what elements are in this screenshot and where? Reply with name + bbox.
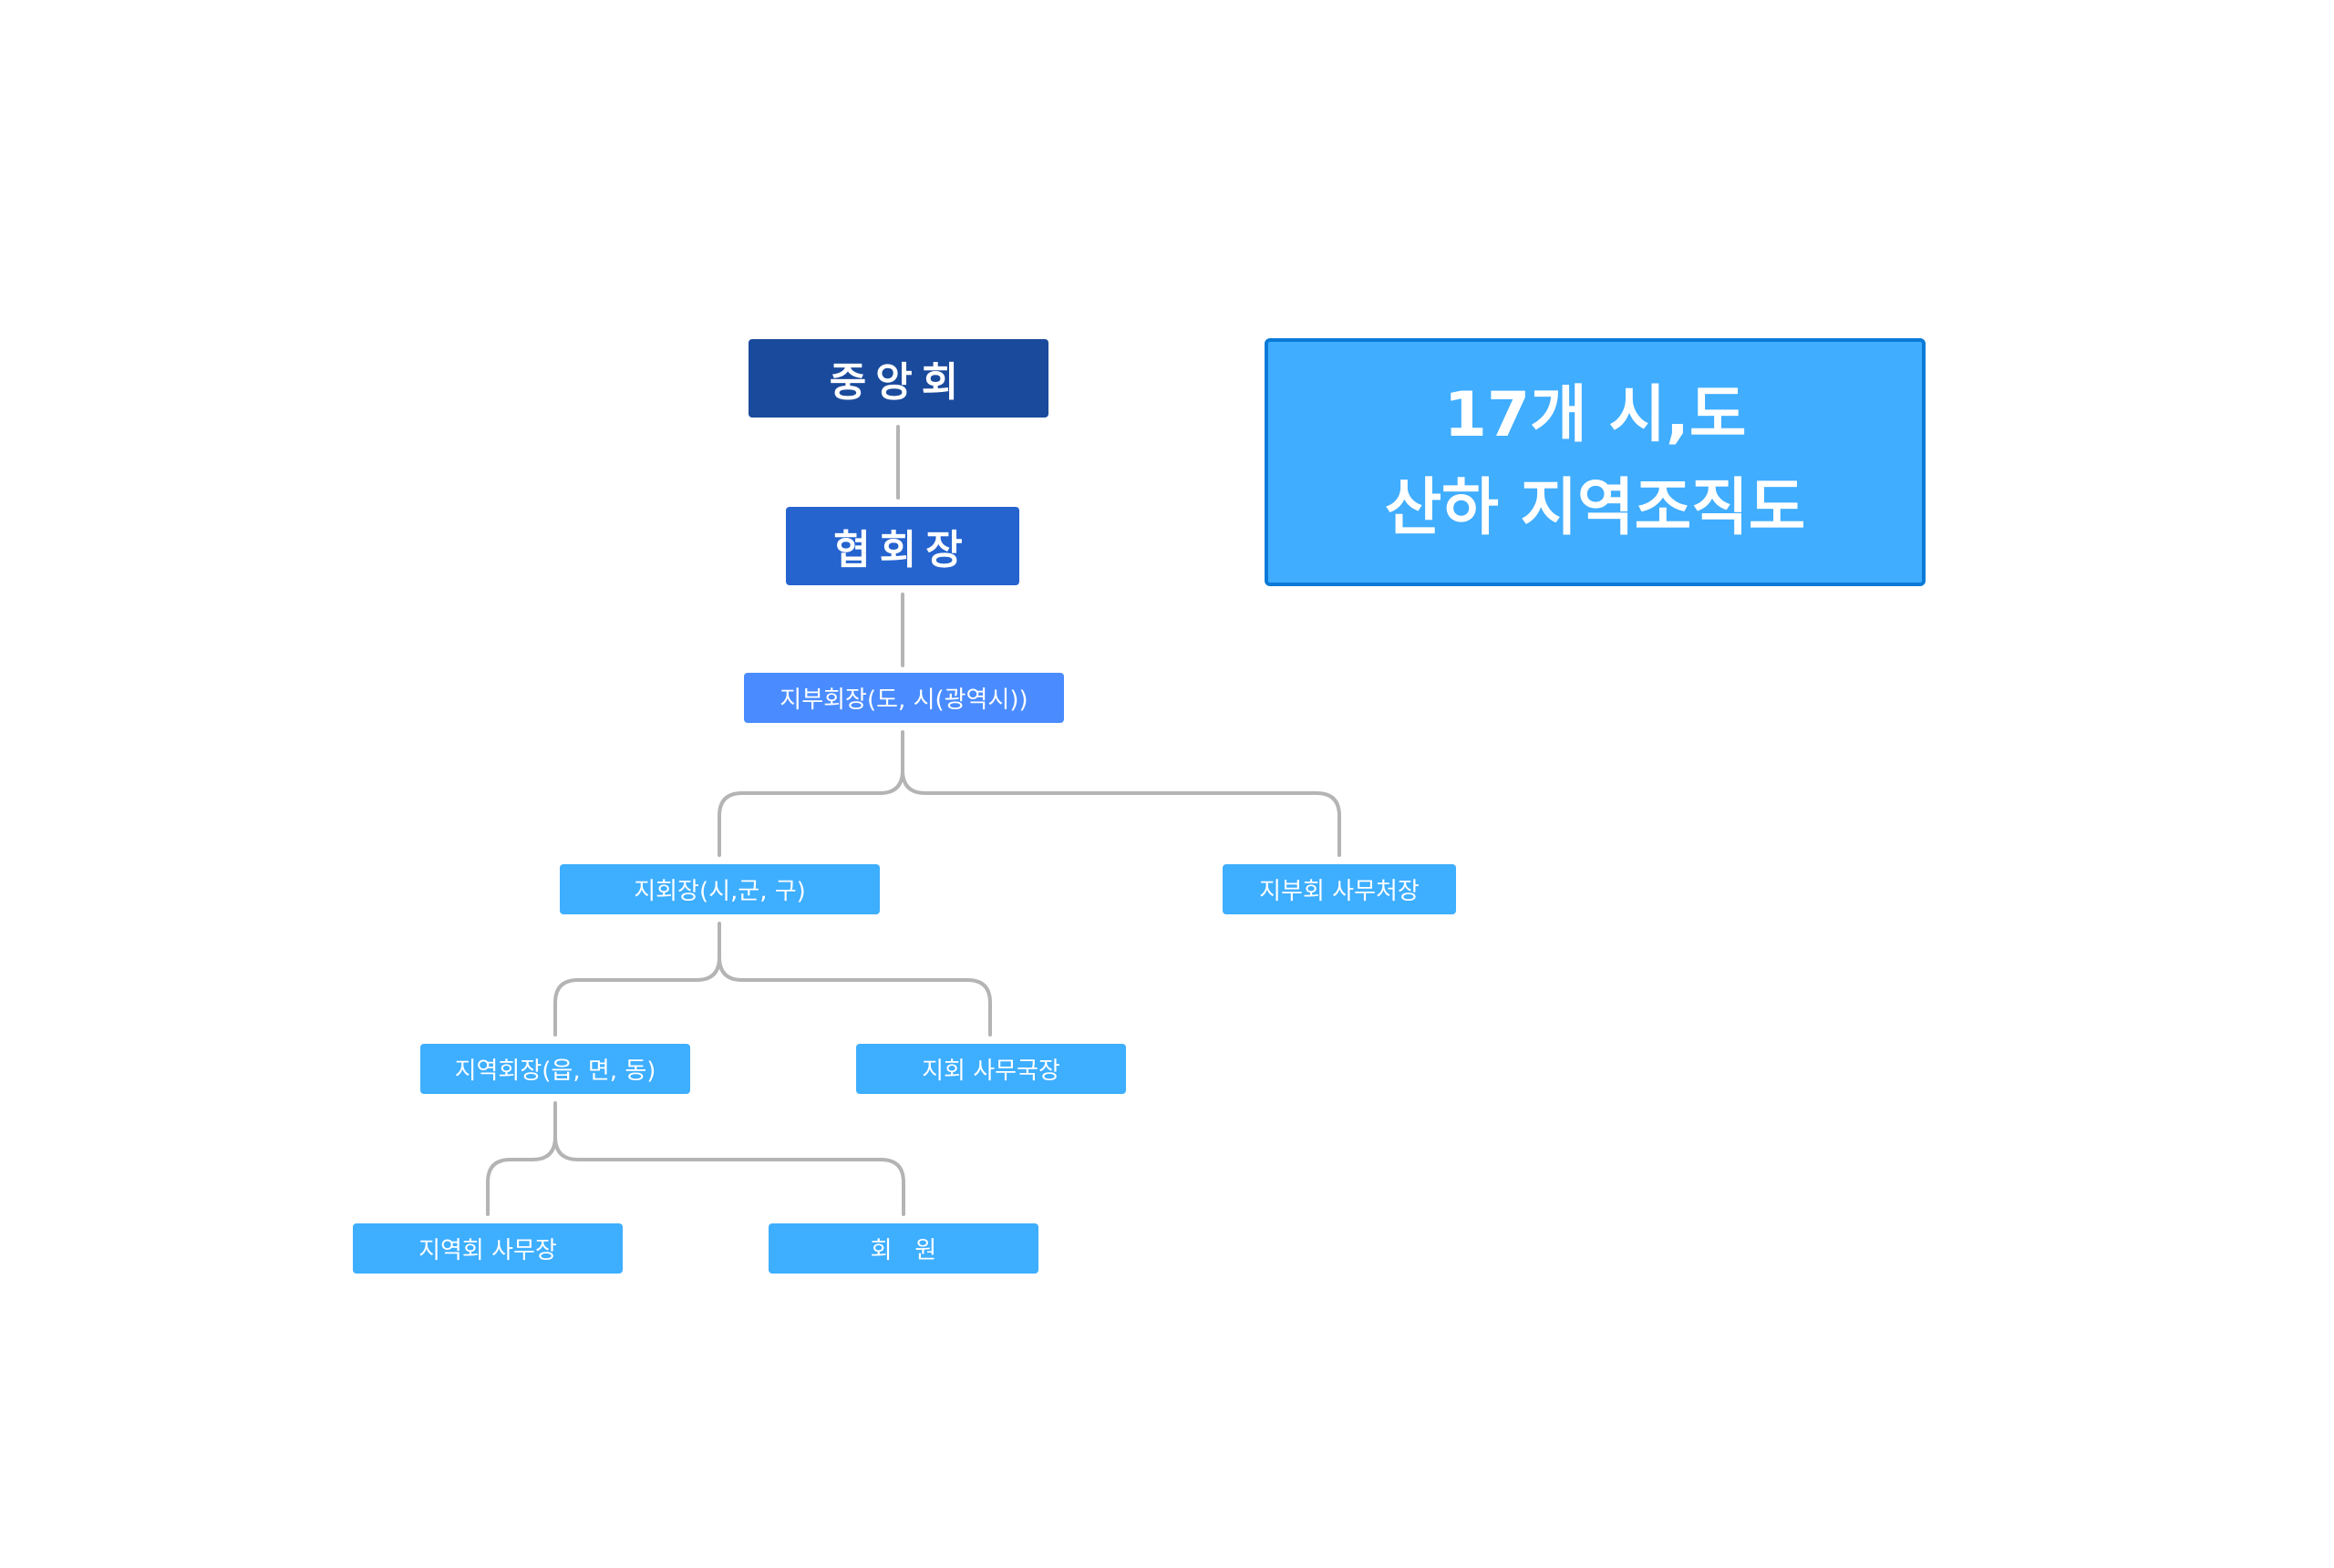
node-regional-head[interactable]: 지역회장(읍, 면, 동) (420, 1044, 690, 1094)
node-label: 지부회 사무처장 (1259, 878, 1420, 905)
node-branch-head[interactable]: 지부회장(도, 시(광역시)) (744, 673, 1064, 723)
title-line-2: 산하 지역조직도 (1384, 472, 1806, 544)
node-label: 회 원 (870, 1237, 937, 1264)
node-president[interactable]: 협회장 (786, 507, 1019, 585)
connector-regional-children (486, 1101, 905, 1216)
connector-chapter-children (553, 922, 992, 1037)
connector-branch-children (718, 730, 1341, 857)
node-label: 지역회 사무장 (418, 1237, 557, 1264)
title-line-1: 17개 시,도 (1443, 379, 1747, 451)
node-label: 지회장(시,군, 구) (634, 878, 806, 905)
node-branch-secretary[interactable]: 지부회 사무처장 (1223, 864, 1456, 914)
diagram-title-box: 17개 시,도 산하 지역조직도 (1265, 338, 1926, 586)
node-member[interactable]: 회 원 (769, 1223, 1038, 1274)
node-label: 지부회장(도, 시(광역시)) (780, 686, 1028, 714)
node-label: 지회 사무국장 (922, 1057, 1060, 1085)
node-chapter-secretary[interactable]: 지회 사무국장 (856, 1044, 1126, 1094)
node-central[interactable]: 중앙회 (749, 339, 1048, 418)
node-label: 지역회장(읍, 면, 동) (454, 1057, 656, 1085)
node-label: 협회장 (833, 527, 972, 573)
node-regional-secretary[interactable]: 지역회 사무장 (353, 1223, 623, 1274)
node-chapter-head[interactable]: 지회장(시,군, 구) (560, 864, 880, 914)
node-label: 중앙회 (829, 359, 968, 406)
